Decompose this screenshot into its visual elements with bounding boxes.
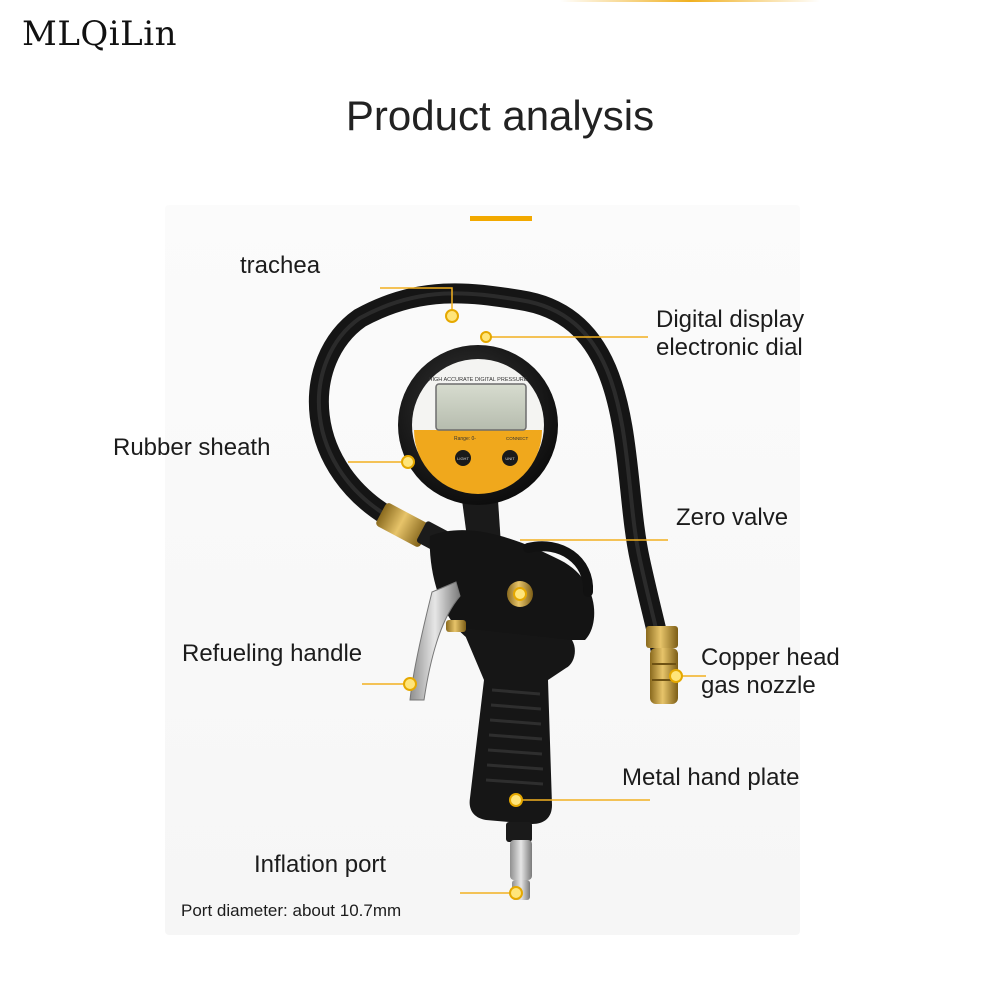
lcd-screen [435,383,527,431]
inflator-gun-body [429,500,595,824]
dot-copper-head [669,669,683,683]
leader-lines [348,287,706,894]
dot-trachea [445,309,459,323]
label-zero-valve: Zero valve [676,504,789,531]
label-port-diameter: Port diameter: about 10.7mm [181,901,402,920]
refueling-handle-lever [409,581,461,701]
dot-refueling-handle [403,677,417,691]
top-accent-line [560,0,820,2]
brand-logo: MLQiLin [22,14,177,54]
digital-gauge: HIGH ACCURATE DIGITAL PRESSURE Range: 0-… [398,345,558,505]
callout-dots [401,309,683,900]
gauge-range-text: Range: 0- [454,436,476,442]
dot-inflation-port [509,886,523,900]
label-trachea: trachea [240,252,321,279]
label-metal-hand-plate: Metal hand plate [622,764,800,791]
svg-text:LIGHT: LIGHT [457,456,469,461]
gauge-face-title: HIGH ACCURATE DIGITAL PRESSURE [429,377,528,383]
label-copper-head: Copper head gas nozzle [701,644,840,700]
gauge-connect-label: CONNECT [506,436,529,441]
light-button-icon [455,450,471,466]
copper-head-nozzle [646,626,678,704]
svg-text:UNIT: UNIT [505,456,515,461]
label-copper-head-line1: Copper head [701,644,840,671]
label-inflation-port: Inflation port [254,851,387,878]
label-rubber-sheath: Rubber sheath [113,434,271,461]
label-digital-display-line1: Digital display [656,306,805,333]
label-copper-head-line2: gas nozzle [701,672,816,699]
title-accent-bar [470,216,532,221]
inflation-port-nozzle [506,822,532,900]
dot-digital-display [480,331,492,343]
label-digital-display-line2: electronic dial [656,334,803,361]
label-refueling-handle: Refueling handle [182,640,363,667]
page-title: Product analysis [345,92,655,139]
label-digital-display: Digital display electronic dial [656,306,804,362]
dot-zero-valve [513,587,527,601]
dot-rubber-sheath [401,455,415,469]
dot-metal-hand-plate [509,793,523,807]
unit-button-icon [502,450,518,466]
